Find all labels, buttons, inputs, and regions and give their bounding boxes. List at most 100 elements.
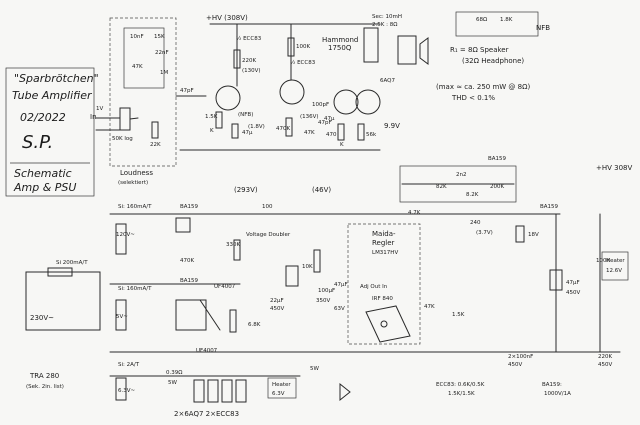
bridge2: UF4007 bbox=[196, 348, 218, 354]
title-frame bbox=[5, 67, 95, 197]
cap-right-v: 450V bbox=[566, 290, 580, 296]
v-cath1: (1.8V) bbox=[248, 124, 265, 130]
c-2x-v: 450V bbox=[508, 362, 522, 368]
r-anode2: 100K bbox=[296, 44, 310, 50]
headphone-note: (32Ω Headphone) bbox=[462, 57, 524, 65]
r-1k5: 1.5K bbox=[452, 312, 465, 318]
title-line-2: Tube Amplifier bbox=[12, 89, 93, 102]
heater-diode-icon bbox=[339, 382, 351, 402]
c-cath1: 47µ bbox=[242, 130, 253, 136]
ecc-note: ECC83: 0.6K/0.5K bbox=[436, 382, 485, 388]
psu-heater: 0.39Ω 5W 2×6AQ7 2×ECC83 Heater 6.3V 5W bbox=[166, 366, 351, 418]
xfmr-values: Sec: 10mH bbox=[372, 14, 402, 20]
r-100: 100 bbox=[262, 204, 273, 210]
v1-voltage: (130V) bbox=[242, 68, 261, 74]
r-220k-v: 450V bbox=[598, 362, 612, 368]
mains-voltage: 230V~ bbox=[30, 314, 54, 322]
psu-output: BA159 +HV 308V 18V 47µF 450V 2×100nF 450… bbox=[508, 164, 633, 368]
r-cathode-out: 470 bbox=[326, 132, 337, 138]
loud-r-47k: 47K bbox=[132, 64, 143, 70]
nfb-r1: 68Ω bbox=[476, 17, 487, 23]
heater-label-right: Heater bbox=[606, 258, 625, 264]
psu-secondaries: Si: 160mA/T 120V~ Si: 160mA/T 5V~ Si: 2A… bbox=[109, 204, 301, 401]
speaker-section: Sec: 10mH 2.5K : 8Ω 68Ω 1.8K NFB R₁ = 8Ω… bbox=[372, 11, 550, 102]
input-section: In 1V 47pF bbox=[90, 88, 207, 131]
sec2-fuse: Si: 160mA/T bbox=[118, 286, 152, 292]
c-2x: 2×100nF bbox=[508, 354, 533, 360]
v-ref: (3.7V) bbox=[476, 230, 493, 236]
title-box: "Sparbrötchen" Tube Amplifier 02/2022 S.… bbox=[5, 67, 99, 197]
psu-mains: Si 200mA/T 230V~ TRA 280 (Sek. 2in. list… bbox=[25, 260, 101, 390]
bead-label: (NFB) bbox=[238, 112, 253, 118]
sec2-voltage: 5V~ bbox=[116, 314, 128, 320]
zener-label: 18V bbox=[528, 232, 539, 238]
mosfet-package-icon bbox=[365, 305, 411, 343]
psu-regulator: Maida- Regler LM317HV Adj Out In IRF 840… bbox=[347, 156, 517, 345]
heater-v-bottom: 6.3V bbox=[272, 391, 285, 397]
maida-box bbox=[347, 223, 421, 345]
loud-c-22nf: 22nF bbox=[155, 50, 169, 56]
notes-bottom: ECC83: 0.6K/0.5K 1.5K/1.5K BA159: 1000V/… bbox=[436, 382, 571, 397]
r-10k: 10K bbox=[302, 264, 313, 270]
c-ll2: 47pF bbox=[318, 120, 332, 126]
bleed-r: 100K bbox=[596, 258, 610, 264]
doubler-label: Voltage Doubler bbox=[246, 232, 291, 238]
loud-r-15k: 15K bbox=[154, 34, 165, 40]
v-ecc2: (136V) bbox=[300, 114, 319, 120]
loud-c-10nf: 10nF bbox=[130, 34, 144, 40]
preamp-stage: +HV (308V) ½ ECC83 220K (130V) 1.5K K 47… bbox=[179, 14, 381, 151]
hv-mid-label: (46V) bbox=[312, 186, 331, 194]
heater-v-right: 12.6V bbox=[606, 268, 622, 274]
r-22k: 22K bbox=[150, 142, 161, 148]
ba-note-2: 1000V/1A bbox=[544, 391, 571, 397]
bridge1: UF4007 bbox=[214, 284, 236, 290]
c-100u: 100µF bbox=[318, 288, 335, 294]
hammond-model: 1750Q bbox=[328, 44, 352, 52]
hv-bus-label: (293V) bbox=[234, 186, 258, 194]
d-ba159-1: BA159 bbox=[180, 204, 199, 210]
v1-label: ½ ECC83 bbox=[236, 35, 262, 42]
loudness-sub: (selektiert) bbox=[118, 180, 148, 186]
r-240: 240 bbox=[470, 220, 481, 226]
c-ll: 100pF bbox=[312, 102, 329, 108]
power-note: (max ≈ ca. 250 mW @ 8Ω) bbox=[436, 83, 530, 91]
xfmr-ratio: 2.5K : 8Ω bbox=[372, 22, 397, 28]
loudness-label: Loudness bbox=[120, 169, 153, 177]
subtitle-2: Amp & PSU bbox=[13, 181, 76, 194]
title-initials: S.P. bbox=[22, 132, 53, 153]
sec1-fuse: Si: 160mA/T bbox=[118, 204, 152, 210]
c-2n2: 2n2 bbox=[456, 172, 466, 178]
maida-label-2: Regler bbox=[372, 239, 395, 247]
ba-note: BA159: bbox=[542, 382, 562, 388]
transformer-sub: (Sek. 2in. list) bbox=[26, 384, 64, 390]
r-330k: 330K bbox=[226, 242, 240, 248]
ecc-note-2: 1.5K/1.5K bbox=[448, 391, 475, 397]
r-200k: 200K bbox=[490, 184, 504, 190]
r-220k: 220K bbox=[598, 354, 612, 360]
c-cathode-out: 47µ bbox=[324, 116, 335, 122]
title-line-1: "Sparbrötchen" bbox=[14, 72, 99, 85]
c-couple-in: 47pF bbox=[180, 88, 194, 94]
sec3-voltage: 6.3V~ bbox=[118, 388, 136, 394]
pot-label: 50K log bbox=[112, 136, 133, 142]
d-out: BA159 bbox=[540, 204, 559, 210]
tube-out-label: 6AQ7 bbox=[380, 78, 395, 84]
heater-tubes: 2×6AQ7 2×ECC83 bbox=[174, 410, 239, 418]
heater-label-bottom: Heater bbox=[272, 382, 291, 388]
nfb-label: NFB bbox=[536, 24, 550, 32]
hv-top-label: +HV (308V) bbox=[206, 14, 248, 22]
thd-note: THD < 0.1% bbox=[451, 94, 495, 102]
mains-loop bbox=[25, 271, 101, 331]
tube-out-2 bbox=[355, 89, 381, 115]
r-47k: 47K bbox=[424, 304, 435, 310]
heater-r: 0.39Ω bbox=[166, 370, 182, 376]
r-4k7: 4.7K bbox=[408, 210, 421, 216]
r-anode1: 220K bbox=[242, 58, 256, 64]
output-stage: Hammond 1750Q 6AQ7 470 K 56k 9.9V 47µ 47… bbox=[304, 27, 400, 148]
hammond-label: Hammond bbox=[322, 36, 358, 44]
sec3-fuse: Si: 2A/T bbox=[118, 362, 140, 368]
reg-pins: Adj Out In bbox=[360, 284, 388, 290]
loudness-network: 15K 22nF 10nF 47K 1M Loudness (selektier… bbox=[109, 17, 177, 186]
v2-label: ½ ECC83 bbox=[290, 59, 316, 66]
